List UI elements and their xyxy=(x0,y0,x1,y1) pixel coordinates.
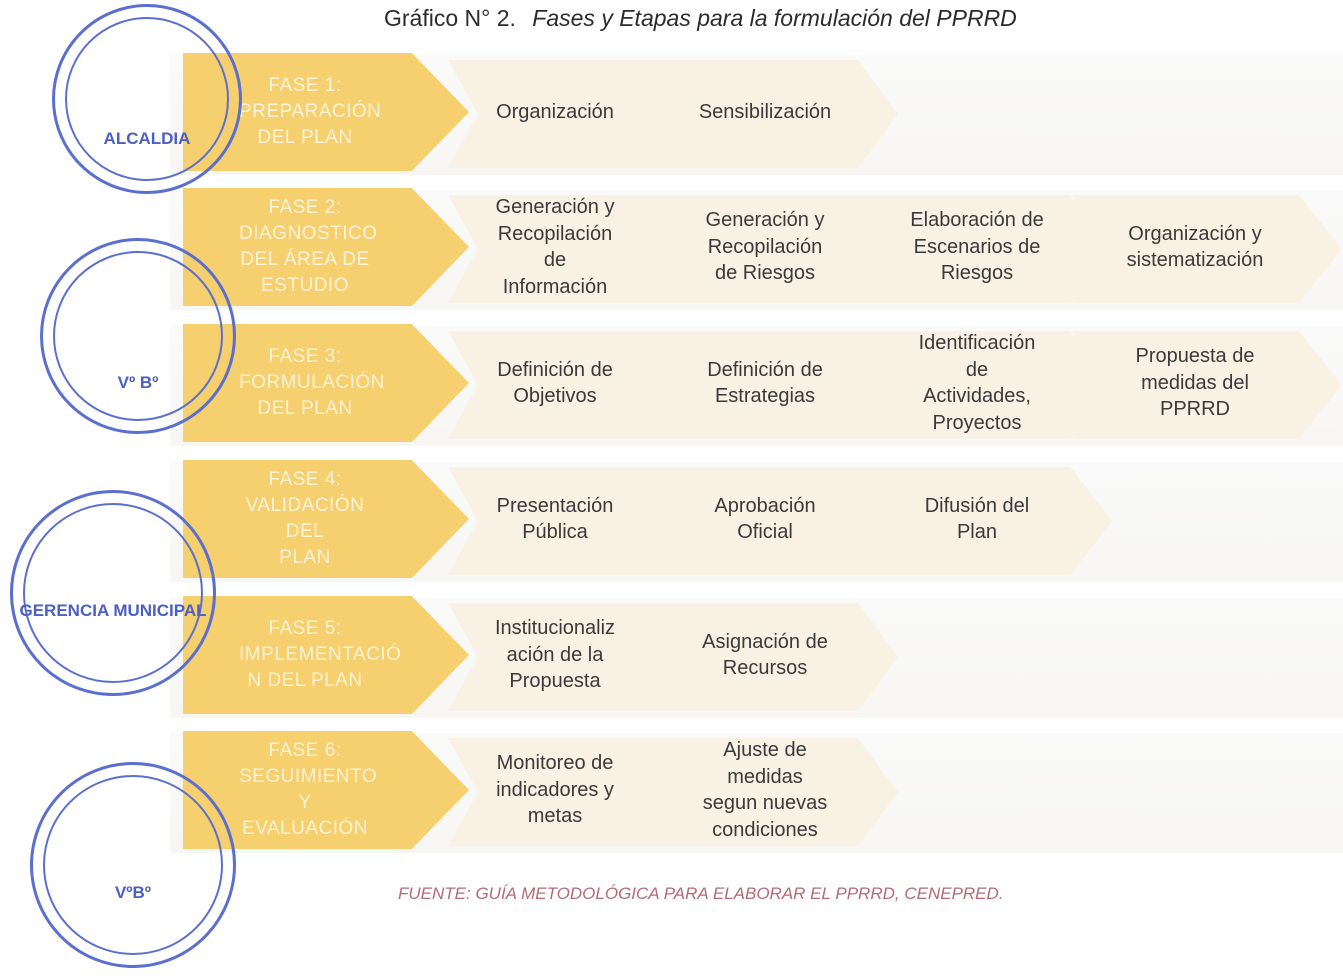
phase-4-step-2: Aprobación Oficial xyxy=(714,494,816,544)
phase-2-label: FASE 2: DIAGNOSTICO DEL ÁREA DE ESTUDIO xyxy=(239,197,378,296)
phase-4-step-1: Presentación Pública xyxy=(496,494,614,544)
phase-1-label: FASE 1: PREPARACIÓN DEL PLAN xyxy=(239,75,382,148)
figure-caption: Fases y Etapas para la formulación del P… xyxy=(532,5,1017,31)
step-arrow xyxy=(1072,331,1342,439)
phase-4-step-3: Difusión del Plan xyxy=(924,494,1030,544)
step-arrow xyxy=(448,738,698,846)
step-arrow xyxy=(852,467,1112,575)
step-arrow xyxy=(448,195,698,303)
seal-3-label: GERENCIA MUNICIPAL xyxy=(19,601,207,620)
phase-3-label: FASE 3: FORMULACIÓN DEL PLAN xyxy=(239,346,385,419)
phase-3-step-2: Definición de Estrategias xyxy=(707,358,823,408)
phase-2-step-4: Organización y sistematización xyxy=(1126,222,1264,272)
phase-5-label: FASE 5: IMPLEMENTACIÓ N DEL PLAN xyxy=(239,618,402,691)
phase-5-step-1: Institucionaliz ación de la Propuesta xyxy=(494,617,616,693)
seal-1-label: ALCALDIA xyxy=(103,129,191,148)
phase-5-step-2: Asignación de Recursos xyxy=(702,630,828,680)
step-arrow xyxy=(448,467,698,575)
step-arrow xyxy=(648,195,898,303)
municipal-seal-1: ALCALDIA xyxy=(52,4,242,194)
step-arrow xyxy=(648,603,898,711)
step-arrow xyxy=(648,738,898,846)
step-arrow xyxy=(852,331,1112,439)
gerencia-seal: GERENCIA MUNICIPAL xyxy=(10,490,216,696)
phase-3-step-4: Propuesta de medidas del PPRRD xyxy=(1135,345,1255,421)
phase-2-step-3: Elaboración de Escenarios de Riesgos xyxy=(910,209,1044,285)
figure-label: Gráfico N° 2. xyxy=(384,5,516,31)
step-arrow xyxy=(448,603,698,711)
step-arrow xyxy=(852,195,1112,303)
phase-3-step-1: Definición de Objetivos xyxy=(497,358,613,408)
phase-6-step-1: Monitoreo de indicadores y metas xyxy=(496,752,614,828)
phase-6-step-2: Ajuste de medidas segun nuevas condicion… xyxy=(702,739,828,841)
desarrollo-urbano-seal: VºBº xyxy=(30,762,236,968)
phase-2-step-2: Generación y Recopilación de Riesgos xyxy=(705,209,825,285)
seal-4-label: VºBº xyxy=(114,883,152,902)
figure-title: Gráfico N° 2. Fases y Etapas para la for… xyxy=(384,2,1017,34)
phase-2-chevron: FASE 2: DIAGNOSTICO DEL ÁREA DE ESTUDIO xyxy=(183,188,469,306)
phase-2-step-1: Generación y Recopilación de Información xyxy=(495,196,615,298)
step-arrow xyxy=(1072,195,1342,303)
secretaria-seal: Vº Bº xyxy=(40,238,236,434)
phase-4-label: FASE 4: VALIDACIÓN DEL PLAN xyxy=(245,469,365,568)
phase-5-chevron: FASE 5: IMPLEMENTACIÓ N DEL PLAN xyxy=(183,596,469,714)
phase-1-step-1: Organización xyxy=(496,100,614,123)
phase-4-chevron: FASE 4: VALIDACIÓN DEL PLAN xyxy=(183,460,469,578)
phase-6-chevron: FASE 6: SEGUIMIENTO Y EVALUACIÓN xyxy=(183,731,469,849)
phase-1-step-2: Sensibilización xyxy=(698,100,832,123)
step-arrow xyxy=(448,60,698,168)
step-arrow xyxy=(648,331,898,439)
source-note: FUENTE: GUÍA METODOLÓGICA PARA ELABORAR … xyxy=(398,884,1004,903)
step-arrow xyxy=(648,60,898,168)
phase-6-label: FASE 6: SEGUIMIENTO Y EVALUACIÓN xyxy=(239,740,378,839)
phase-3-step-3: Identificación de Actividades, Proyectos xyxy=(918,332,1036,434)
step-arrow xyxy=(448,331,698,439)
seal-2-label: Vº Bº xyxy=(117,373,159,392)
step-arrow xyxy=(648,467,898,575)
